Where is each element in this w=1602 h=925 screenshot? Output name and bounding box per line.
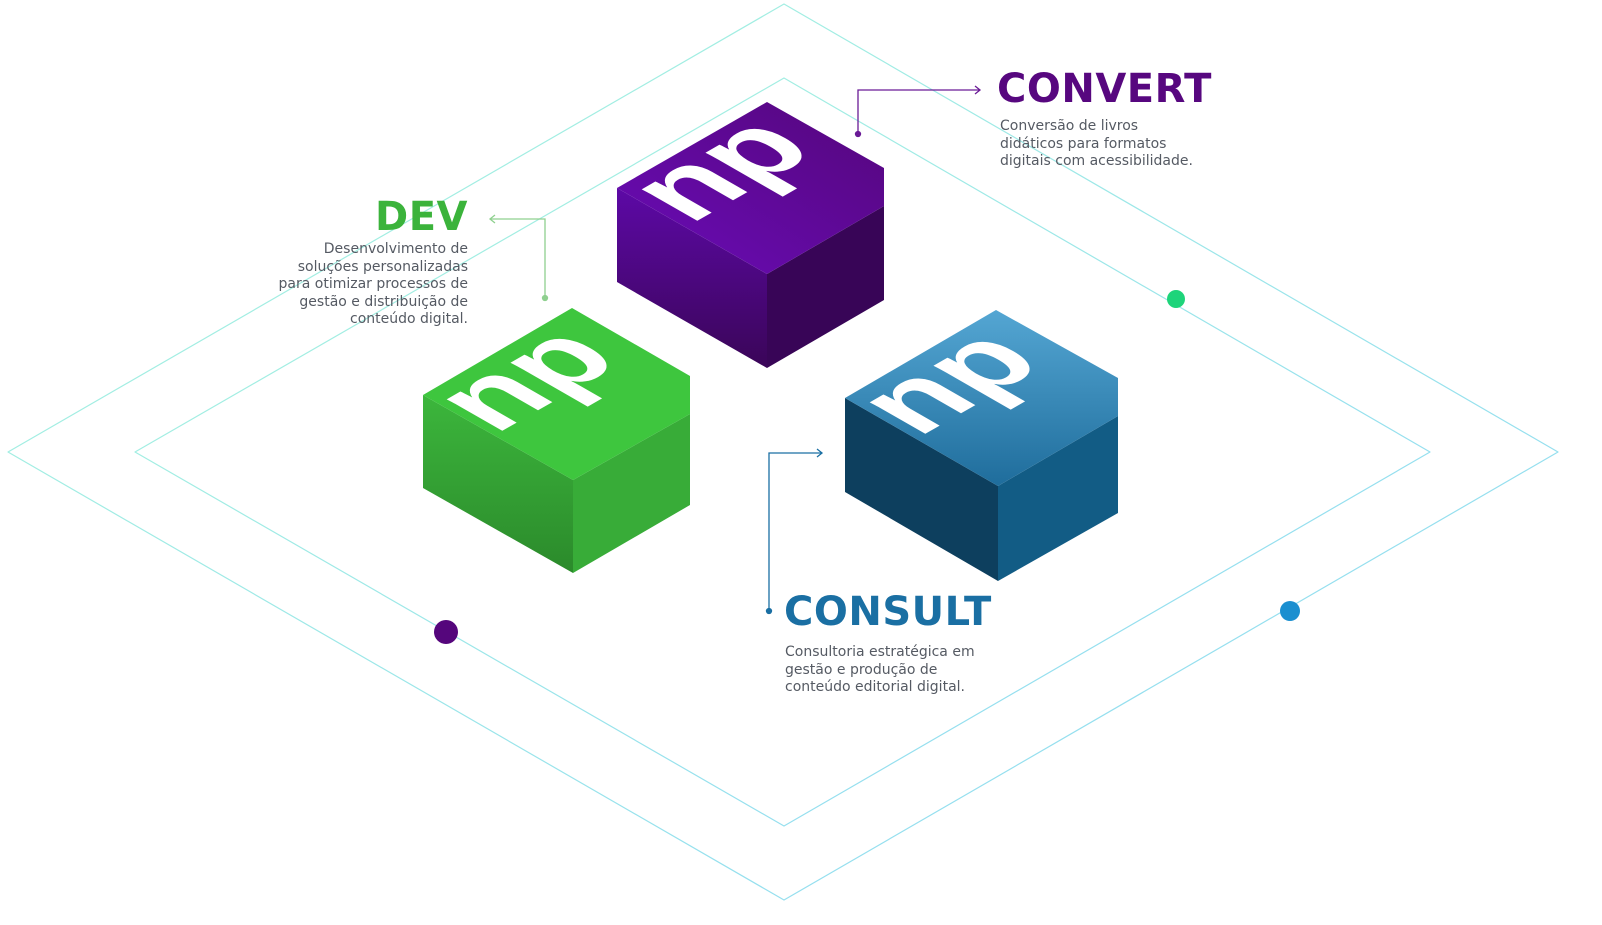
desc-line: conteúdo digital. xyxy=(350,311,468,328)
green-dot xyxy=(1167,290,1185,308)
consult-title: CONSULT xyxy=(784,589,992,635)
purple-dot xyxy=(434,620,458,644)
convert-connector xyxy=(854,85,982,138)
desc-line: gestão e distribuição de xyxy=(299,293,468,310)
inner-ring xyxy=(134,77,1431,827)
dev-description: Desenvolvimento de soluções personalizad… xyxy=(279,241,468,329)
dev-cube: np xyxy=(400,307,690,573)
desc-line: conteúdo editorial digital. xyxy=(785,679,965,696)
desc-line: didáticos para formatos xyxy=(1000,135,1167,152)
desc-line: para otimizar processos de xyxy=(278,276,468,293)
desc-line: digitais com acessibilidade. xyxy=(1000,153,1193,170)
outer-ring xyxy=(7,3,1559,901)
convert-description: Conversão de livros didáticos para forma… xyxy=(1000,118,1193,171)
dev-connector xyxy=(488,214,549,302)
desc-line: gestão e produção de xyxy=(785,661,938,678)
consult-connector xyxy=(765,448,824,615)
desc-line: soluções personalizadas xyxy=(297,258,468,275)
blue-dot xyxy=(1280,601,1300,621)
convert-cube: np xyxy=(595,97,884,368)
desc-line: Consultoria estratégica em xyxy=(785,644,975,660)
consult-description: Consultoria estratégica em gestão e prod… xyxy=(785,644,975,697)
convert-title: CONVERT xyxy=(997,66,1212,112)
consult-cube: np xyxy=(823,310,1118,581)
desc-line: Conversão de livros xyxy=(1000,118,1139,134)
desc-line: Desenvolvimento de xyxy=(323,241,468,257)
dev-title: DEV xyxy=(375,194,468,240)
